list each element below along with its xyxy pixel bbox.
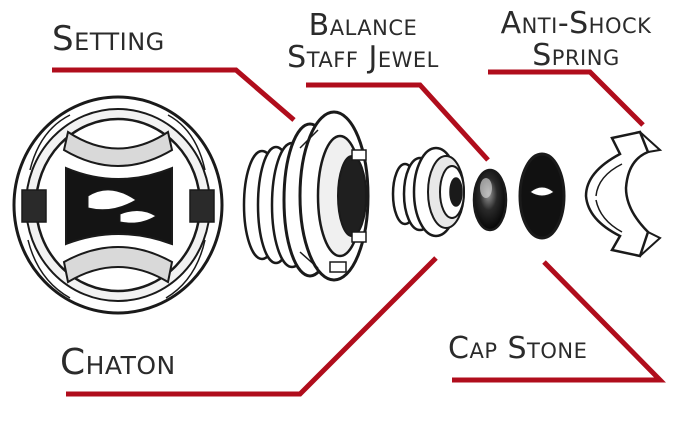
label-setting: Setting xyxy=(52,19,165,59)
setting-part xyxy=(242,110,370,282)
balance-staff-jewel-part xyxy=(472,168,508,232)
label-cap-stone: Cap Stone xyxy=(448,331,588,366)
cap-stone-part xyxy=(518,152,566,240)
chaton-part xyxy=(391,146,465,238)
housing-ring xyxy=(12,95,224,315)
label-balance-line1: Balance xyxy=(308,8,418,43)
leader-line-cap-stone xyxy=(452,260,666,383)
leader-line-setting xyxy=(52,67,296,122)
label-chaton: Chaton xyxy=(60,342,176,383)
label-anti-shock-spring: Anti-Shock Spring xyxy=(476,8,676,71)
label-spring-line2: Spring xyxy=(532,37,620,73)
leader-line-spring xyxy=(488,69,645,127)
label-balance-line2: Staff Jewel xyxy=(287,39,439,75)
leader-line-chaton xyxy=(66,256,438,397)
label-spring-line1: Anti-Shock xyxy=(500,6,652,41)
anti-shock-spring-part xyxy=(584,130,663,258)
label-balance-staff-jewel: Balance Staff Jewel xyxy=(268,10,458,73)
leader-line-balance xyxy=(306,82,490,162)
